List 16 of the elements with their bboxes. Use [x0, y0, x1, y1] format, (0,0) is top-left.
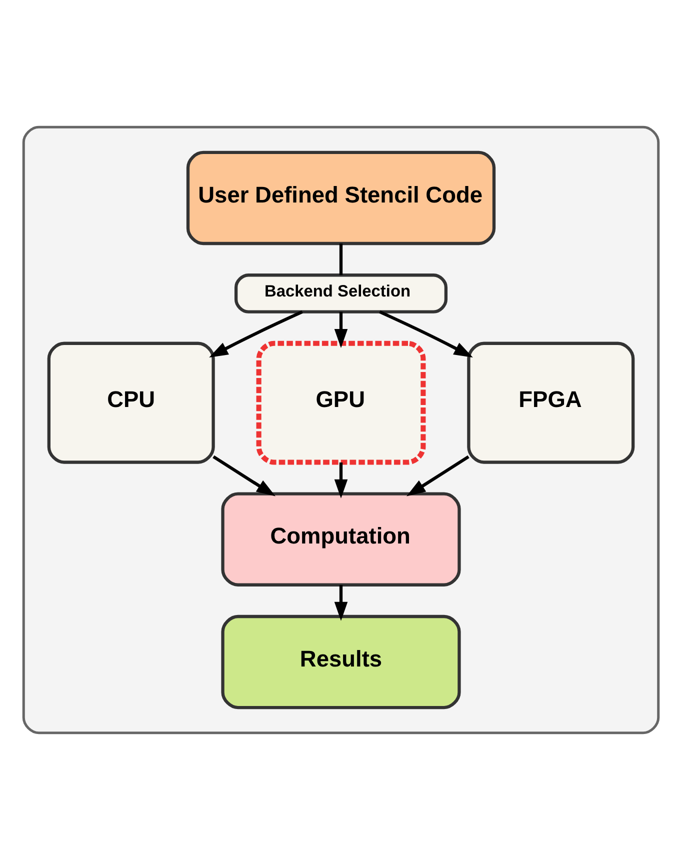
node-box: CPU	[47, 342, 215, 464]
node-box: GPU	[256, 340, 426, 465]
node-box: User Defined Stencil Code	[186, 150, 496, 246]
arrow	[212, 455, 276, 496]
arrow	[406, 455, 470, 496]
node-box: FPGA	[467, 342, 635, 464]
arrow	[334, 462, 348, 498]
node-box: Results	[221, 614, 461, 710]
node-box: Computation	[221, 492, 461, 586]
arrow	[209, 310, 303, 358]
arrow	[334, 312, 348, 348]
arrow	[379, 310, 473, 358]
arrow	[334, 585, 348, 621]
connector	[339, 244, 343, 276]
cluster	[22, 126, 660, 734]
node-box: Backend Selection	[234, 274, 448, 314]
